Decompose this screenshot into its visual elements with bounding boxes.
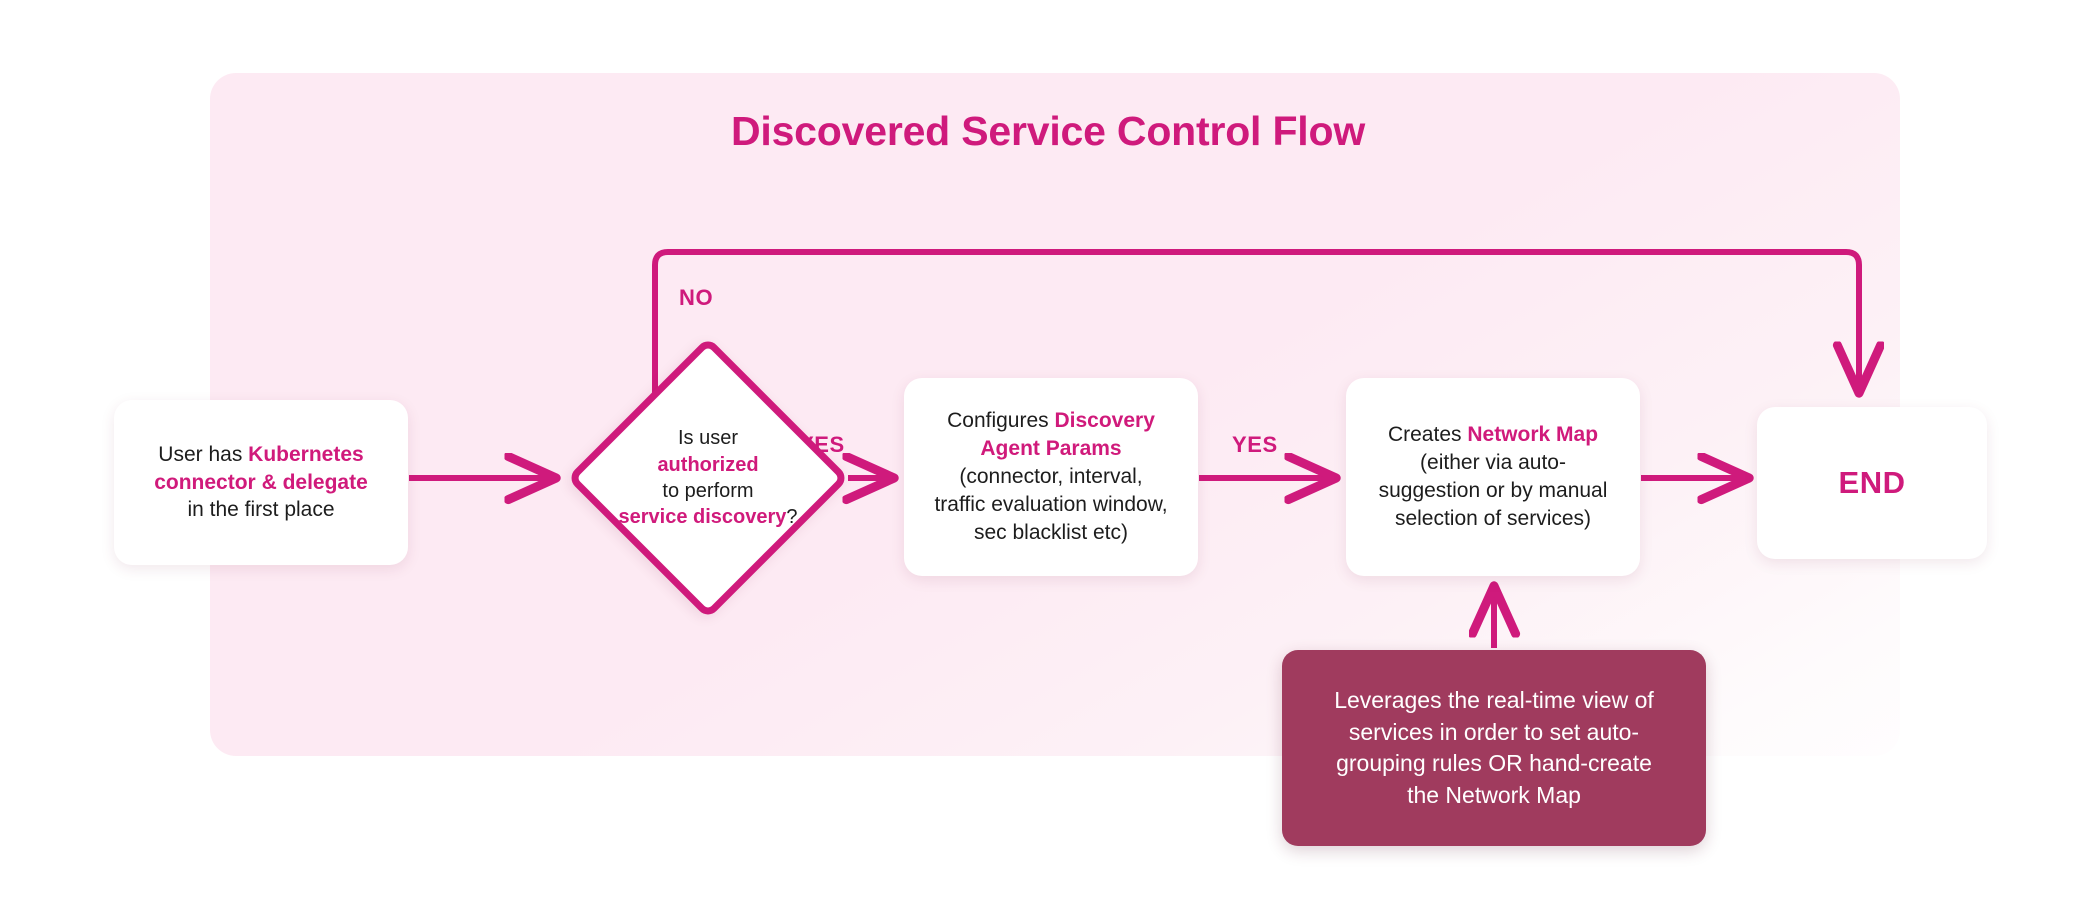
create-network-map-node[interactable]: Creates Network Map (either via auto- su… <box>1346 378 1640 576</box>
start-node-text-3: in the first place <box>187 498 335 522</box>
params-node-highlight-1: Discovery <box>1054 409 1155 433</box>
map-node-highlight-1: Network Map <box>1467 423 1599 447</box>
map-node-text-3: suggestion or by manual <box>1378 479 1608 502</box>
map-node-text-1: Creates <box>1387 423 1468 447</box>
params-node-text-1: Configures <box>947 409 1055 433</box>
end-node[interactable]: END <box>1757 407 1987 559</box>
params-node-text-3: (connector, interval, <box>959 465 1143 489</box>
page-title: Discovered Service Control Flow <box>730 108 1366 154</box>
decision-node-highlight-2: service discovery <box>618 506 787 529</box>
start-node[interactable]: User has Kubernetes connector & delegate… <box>114 400 408 565</box>
note-text-2: services in order to set auto- <box>1348 718 1640 745</box>
edge-label-no: NO <box>679 285 714 310</box>
decision-node-text-3: to perform <box>662 480 754 502</box>
note-text-3: grouping rules OR hand-create <box>1336 750 1652 776</box>
start-node-highlight-2: connector & delegate <box>154 470 368 494</box>
end-node-label: END <box>1838 465 1906 501</box>
start-node-highlight-1: Kubernetes <box>248 442 364 466</box>
note-text-4: the Network Map <box>1407 781 1581 808</box>
map-node-text-4: selection of services) <box>1394 506 1592 530</box>
map-node-text-2: (either via auto- <box>1420 451 1566 475</box>
decision-node-text-1: Is user <box>677 427 739 450</box>
edge-label-yes-params: YES <box>1232 432 1278 457</box>
decision-node[interactable]: Is user authorized to perform service di… <box>566 336 850 620</box>
params-node-text-4: traffic evaluation window, <box>934 492 1168 516</box>
decision-node-text-4: ? <box>786 506 798 529</box>
params-node-highlight-2: Agent Params <box>980 437 1122 461</box>
note-text-1: Leverages the real-time view of <box>1334 687 1654 713</box>
start-node-text-1: User has <box>158 442 249 466</box>
decision-node-highlight-1: authorized <box>657 453 759 476</box>
configure-params-node[interactable]: Configures Discovery Agent Params (conne… <box>904 378 1198 576</box>
params-node-text-5: sec blacklist etc) <box>973 520 1129 544</box>
annotation-note: Leverages the real-time view of services… <box>1282 650 1706 846</box>
